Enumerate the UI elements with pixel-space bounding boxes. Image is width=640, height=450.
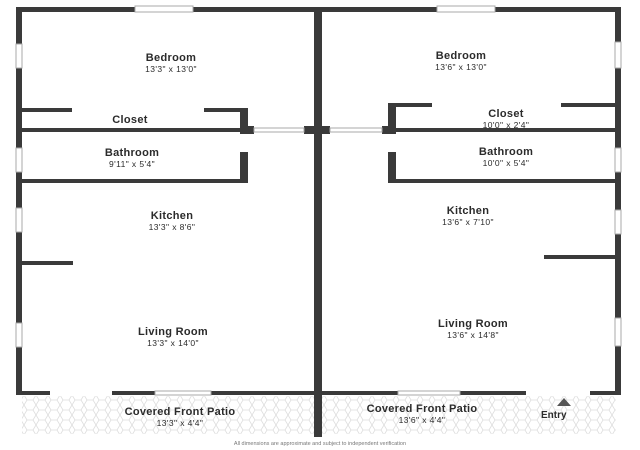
room-name: Bathroom (104, 147, 160, 159)
right-living-room-label: Living Room 13'6" x 14'8" (438, 318, 508, 340)
left-bedroom-label: Bedroom 13'3" x 13'0" (145, 52, 197, 74)
entry-label: Entry (541, 410, 567, 421)
room-dimensions: 13'6" x 13'0" (435, 61, 487, 72)
room-name: Covered Front Patio (124, 406, 236, 418)
room-dimensions: 13'3" x 8'6" (148, 221, 196, 232)
room-dimensions: 13'3" x 14'0" (147, 337, 199, 348)
windows (15, 5, 622, 396)
right-kitchen-label: Kitchen 13'6" x 7'10" (442, 205, 494, 227)
left-closet-label: Closet (112, 114, 147, 127)
room-name: Living Room (138, 326, 208, 338)
left-patio-floor (22, 396, 316, 434)
entry-arrow-icon (557, 398, 571, 406)
room-dimensions: 13'6" x 4'4" (398, 414, 446, 425)
room-name: Closet (488, 108, 524, 120)
room-dimensions: 13'3" x 4'4" (156, 417, 204, 428)
room-dimensions: 13'3" x 13'0" (145, 63, 197, 74)
room-dimensions: 13'6" x 7'10" (442, 216, 494, 227)
left-bathroom-label: Bathroom 9'11" x 5'4" (105, 147, 159, 169)
walls (16, 7, 621, 437)
right-bedroom-label: Bedroom 13'6" x 13'0" (435, 50, 487, 72)
room-name: Covered Front Patio (366, 403, 478, 415)
right-closet-label: Closet 10'0" x 2'4" (483, 108, 530, 130)
right-patio-label: Covered Front Patio 13'6" x 4'4" (367, 403, 478, 425)
left-patio-label: Covered Front Patio 13'3" x 4'4" (125, 406, 236, 428)
left-kitchen-label: Kitchen 13'3" x 8'6" (149, 210, 196, 232)
room-dimensions: 10'0" x 5'4" (482, 157, 530, 168)
left-living-room-label: Living Room 13'3" x 14'0" (138, 326, 208, 348)
disclaimer-text: All dimensions are approximate and subje… (233, 441, 407, 447)
room-name: Bathroom (478, 146, 534, 158)
room-name: Closet (112, 114, 148, 126)
right-bathroom-label: Bathroom 10'0" x 5'4" (479, 146, 533, 168)
room-dimensions: 10'0" x 2'4" (482, 119, 530, 130)
room-name: Bedroom (145, 52, 197, 64)
room-name: Bedroom (435, 50, 487, 62)
room-name: Kitchen (446, 205, 490, 217)
room-name: Living Room (438, 318, 508, 330)
room-name: Kitchen (150, 210, 194, 222)
room-dimensions: 9'11" x 5'4" (108, 158, 156, 169)
room-dimensions: 13'6" x 14'8" (447, 329, 499, 340)
